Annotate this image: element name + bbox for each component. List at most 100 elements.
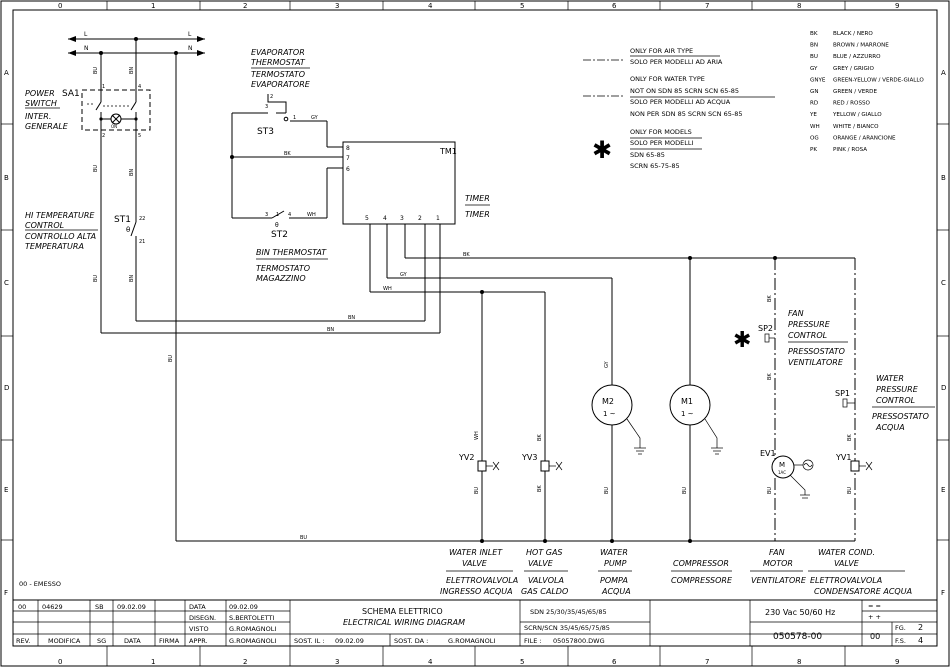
m1-code: M1	[681, 397, 693, 406]
wire-label-wh-h: WH	[383, 286, 392, 292]
note-air-2: SOLO PER MODELLI AD ARIA	[630, 58, 723, 66]
ev1-wire-bk-2: BK	[767, 373, 773, 380]
yv1-code: YV1	[835, 453, 851, 462]
sa1-label-2: SWITCH	[25, 99, 57, 108]
st3-pin-3: 3	[265, 104, 268, 110]
ev1-label-2: MOTOR	[763, 559, 793, 568]
col-label-bot-1: 1	[151, 658, 155, 666]
st1-code: ST1	[114, 215, 131, 225]
yv3-wire-bk-1: BK	[537, 434, 543, 441]
legend-code: BN	[810, 43, 818, 49]
wire-label-bn-2: BN	[129, 169, 135, 176]
tb-data: 09.02.09	[117, 603, 146, 611]
col-label-top-7: 7	[705, 2, 709, 10]
st3-label-2: THERMOSTAT	[251, 58, 306, 67]
sa1-label-3: INTER.	[25, 112, 51, 121]
col-label-top-1: 1	[151, 2, 155, 10]
legend-code: BU	[810, 54, 818, 60]
tb-file: FILE :	[524, 637, 542, 645]
tb-models-2: SCRN/SCN 35/45/65/75/85	[524, 624, 610, 632]
wire-label-bu-4: BU	[168, 355, 174, 362]
legend-text: PINK / ROSA	[833, 147, 867, 153]
row-ruler: A B C D E F A B C D E F	[1, 69, 949, 597]
row-label-left-B: B	[4, 174, 9, 182]
tm1-pin-5: 5	[365, 215, 369, 222]
tb-k-visto: VISTO	[189, 625, 209, 633]
st2-pin-4: 4	[288, 212, 291, 218]
m2-label-2: PUMP	[604, 559, 627, 568]
row-label-left-A: A	[4, 69, 9, 77]
tm1-pin-6: 6	[346, 166, 350, 173]
sp1-label-2: PRESSURE	[876, 385, 919, 394]
note-asterisk: ✱	[592, 136, 612, 164]
legend-text: ORANGE / ARANCIONE	[833, 135, 896, 141]
tb-v-visto: G.ROMAGNOLI	[229, 625, 276, 633]
load-labels: WATER INLET VALVE ELETTROVALVOLA INGRESS…	[440, 548, 912, 596]
column-ruler: 0 1 2 3 4 5 6 7 8 9 0 1 2 3 4 5 6 7 8 9	[58, 1, 899, 666]
wire-label-bn-1: BN	[129, 67, 135, 74]
legend-text: WHITE / BIANCO	[833, 124, 879, 130]
st3-label-4: EVAPORATORE	[251, 80, 311, 89]
legend-text: GREEN-YELLOW / VERDE-GIALLO	[833, 77, 924, 83]
sa1-label-1: POWER	[25, 89, 55, 98]
legend-text: RED / ROSSO	[833, 101, 871, 107]
note-models-3: SDN 65-85	[630, 151, 665, 159]
yv2-code: YV2	[458, 453, 474, 462]
st1-label-3: CONTROLLO ALTA	[25, 232, 96, 241]
tb-sost-da-value: G.ROMAGNOLI	[448, 637, 495, 645]
legend-code: BK	[810, 31, 818, 37]
sa1-on-label: ON	[111, 124, 117, 129]
row-label-left-D: D	[4, 384, 9, 392]
col-label-bot-0: 0	[58, 658, 62, 666]
wire-label-bu-h: BU	[300, 535, 307, 541]
note-water-4: NON PER SDN 85 SCRN SCN 65-85	[630, 110, 743, 118]
row-label-right-A: A	[941, 69, 946, 77]
m2-code: M2	[602, 397, 614, 406]
legend-text: YELLOW / GIALLO	[832, 112, 882, 118]
sa1-pin-5: 5	[138, 133, 141, 139]
yv2-label-4: INGRESSO ACQUA	[440, 587, 513, 596]
col-label-bot-5: 5	[520, 658, 524, 666]
note-air-1: ONLY FOR AIR TYPE	[630, 47, 693, 55]
st3-pin-1: 1	[293, 115, 296, 121]
row-label-right-B: B	[941, 174, 946, 182]
tb-emesso: 00 - EMESSO	[19, 580, 61, 588]
tb-voltage: 230 Vac 50/60 Hz	[765, 608, 835, 617]
m1-label-1: COMPRESSOR	[673, 559, 729, 568]
sa1-pin-1: 1	[102, 84, 105, 90]
yv3-label-2: VALVE	[528, 559, 554, 568]
tb-h-firma: FIRMA	[159, 637, 180, 645]
yv2-label-1: WATER INLET	[449, 548, 503, 557]
col-label-top-8: 8	[797, 2, 801, 10]
row-label-left-C: C	[4, 279, 9, 287]
note-models-4: SCRN 65-75-85	[630, 162, 680, 170]
st1-pin-22: 22	[139, 216, 145, 222]
m2-label-3: POMPA	[600, 576, 628, 585]
legend-code: GY	[810, 66, 818, 72]
tm1-pin-4: 4	[383, 215, 387, 222]
note-water-3: SOLO PER MODELLI AD ACQUA	[630, 98, 731, 106]
wire-label-bn-h1: BN	[348, 315, 355, 321]
tb-file-value: 05057800.DWG	[553, 637, 605, 645]
yv2-label-3: ELETTROVALVOLA	[446, 576, 518, 585]
bus-label-L-left: L	[84, 31, 88, 38]
st1-label-1: HI TEMPERATURE	[25, 211, 95, 220]
tb-sost-il: SOST. IL :	[294, 637, 325, 645]
tb-rev2: 00	[870, 632, 880, 641]
col-label-top-0: 0	[58, 2, 62, 10]
wire-label-bu-2: BU	[93, 165, 99, 172]
sa1-pin-2: 2	[102, 133, 105, 139]
st3-pin-2: 2	[270, 94, 273, 100]
ev1-sub: 1AC	[778, 470, 786, 475]
tm1-pin-2: 2	[418, 215, 422, 222]
note-water-1: ONLY FOR WATER TYPE	[630, 75, 705, 83]
wire-label-bk-h: BK	[463, 252, 470, 258]
row-label-right-D: D	[941, 384, 946, 392]
sa1-code: SA1	[62, 89, 80, 99]
st3-label-3: TERMOSTATO	[251, 70, 305, 79]
col-label-top-9: 9	[895, 2, 899, 10]
row-label-left-E: E	[4, 486, 8, 494]
sa1-pin-4: 4	[138, 84, 141, 90]
sp2-label-2: PRESSURE	[788, 320, 831, 329]
